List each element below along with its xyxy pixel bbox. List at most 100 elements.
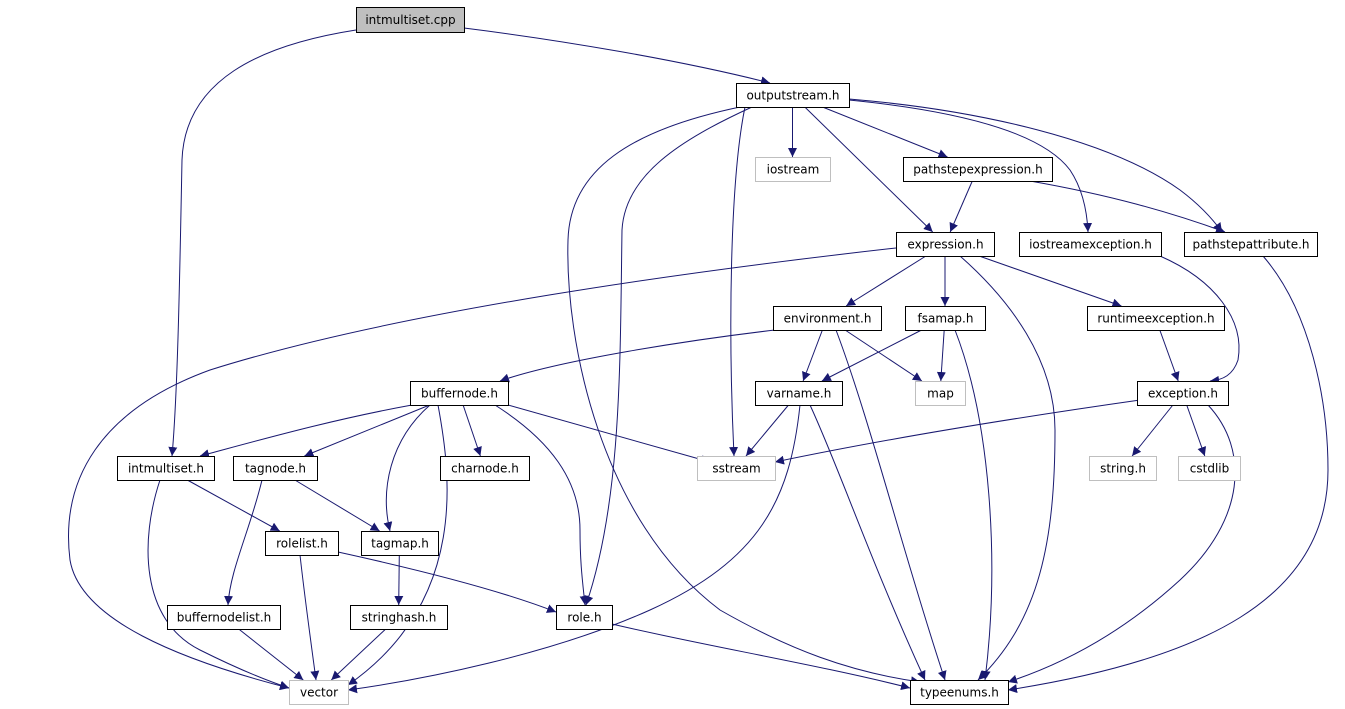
edge-role-h-to-typeenums-h: [611, 623, 911, 691]
node-charnode-h[interactable]: charnode.h: [440, 456, 530, 481]
node-box: [697, 456, 776, 481]
node-box: [896, 232, 995, 257]
node-box: [905, 306, 986, 331]
edge-pathstepattribute-h-to-typeenums-h: [1007, 255, 1329, 694]
edge-buffernode-h-to-sstream: [507, 404, 711, 464]
edge-varname-h-to-vector: [347, 404, 801, 694]
edge-exception-h-to-cstdlib: [1186, 404, 1207, 457]
node-box: [410, 381, 509, 406]
node-label: typeenums.h: [920, 686, 999, 700]
node-box: [903, 157, 1053, 182]
node-stringhash-h[interactable]: stringhash.h: [350, 605, 448, 630]
node-fsamap-h[interactable]: fsamap.h: [905, 306, 986, 331]
node-box: [1019, 232, 1162, 257]
node-box: [440, 456, 530, 481]
edges-layer: [68, 27, 1329, 694]
node-string-h: string.h: [1089, 456, 1157, 481]
edge-buffernodelist-h-to-vector: [238, 628, 304, 681]
node-iostream: iostream: [755, 157, 831, 182]
edge-outputstream-h-to-expression-h: [804, 106, 934, 233]
node-intmultiset-h[interactable]: intmultiset.h: [117, 456, 215, 481]
edge-environment-h-to-map: [844, 329, 923, 382]
node-label: charnode.h: [451, 462, 519, 476]
node-iostreamexception-h[interactable]: iostreamexception.h: [1019, 232, 1162, 257]
node-box: [755, 381, 843, 406]
node-cstdlib: cstdlib: [1178, 456, 1241, 481]
nodes-layer: intmultiset.cpp outputstream.h iostream pat…: [117, 7, 1318, 705]
edge-pathstepexpression-h-to-pathstepattribute-h: [1029, 180, 1226, 234]
edge-buffernode-h-to-tagmap-h: [383, 404, 431, 532]
node-exception-h[interactable]: exception.h: [1137, 381, 1229, 406]
node-box: [1184, 232, 1318, 257]
node-box: [755, 157, 831, 182]
edge-outputstream-h-to-pathstepattribute-h: [848, 98, 1223, 233]
node-label: fsamap.h: [918, 312, 974, 326]
node-vector: vector: [289, 680, 349, 705]
node-label: sstream: [712, 462, 760, 476]
node-label: map: [927, 387, 954, 401]
node-box: [289, 680, 349, 705]
node-label: pathstepattribute.h: [1193, 238, 1310, 252]
node-label: iostream: [767, 163, 820, 177]
edge-intmultiset-cpp-to-outputstream-h: [463, 27, 771, 86]
node-buffernode-h[interactable]: buffernode.h: [410, 381, 509, 406]
edge-environment-h-to-buffernode-h: [499, 329, 776, 383]
node-sstream: sstream: [697, 456, 776, 481]
node-label: tagmap.h: [371, 537, 429, 551]
node-label: pathstepexpression.h: [913, 163, 1042, 177]
node-intmultiset-cpp[interactable]: intmultiset.cpp: [356, 7, 465, 33]
edge-tagmap-h-to-stringhash-h: [394, 554, 404, 606]
edge-fsamap-h-to-varname-h: [821, 329, 922, 382]
node-box: [1137, 381, 1229, 406]
node-runtimeexception-h[interactable]: runtimeexception.h: [1087, 306, 1225, 331]
node-label: runtimeexception.h: [1097, 312, 1214, 326]
node-box: [265, 531, 339, 556]
edge-pathstepexpression-h-to-expression-h: [949, 180, 973, 233]
node-outputstream-h[interactable]: outputstream.h: [736, 83, 850, 108]
edge-expression-h-to-typeenums-h: [959, 255, 1056, 681]
node-box: [1178, 456, 1241, 481]
node-tagnode-h[interactable]: tagnode.h: [233, 456, 318, 481]
node-map: map: [915, 381, 966, 406]
node-typeenums-h[interactable]: typeenums.h: [910, 680, 1009, 705]
edge-varname-h-to-sstream: [745, 404, 789, 457]
edge-outputstream-h-to-role-h: [584, 106, 753, 606]
edge-intmultiset-cpp-to-intmultiset-h: [168, 29, 357, 457]
node-box: [233, 456, 318, 481]
node-pathstepexpression-h[interactable]: pathstepexpression.h: [903, 157, 1053, 182]
node-environment-h[interactable]: environment.h: [773, 306, 882, 331]
node-box: [1087, 306, 1225, 331]
node-expression-h[interactable]: expression.h: [896, 232, 995, 257]
node-rolelist-h[interactable]: rolelist.h: [265, 531, 339, 556]
node-label: vector: [300, 686, 338, 700]
node-pathstepattribute-h[interactable]: pathstepattribute.h: [1184, 232, 1318, 257]
edge-fsamap-h-to-map: [936, 329, 946, 382]
node-label: exception.h: [1148, 387, 1218, 401]
node-label: rolelist.h: [276, 537, 328, 551]
node-label: tagnode.h: [245, 462, 306, 476]
edge-tagnode-h-to-buffernodelist-h: [224, 479, 263, 606]
edge-outputstream-h-to-typeenums-h: [567, 106, 921, 686]
node-label: outputstream.h: [746, 89, 839, 103]
edge-stringhash-h-to-vector: [330, 628, 387, 681]
node-box: [167, 605, 281, 630]
edge-buffernode-h-to-charnode-h: [462, 404, 482, 457]
node-label: role.h: [567, 611, 601, 625]
node-box: [915, 381, 966, 406]
node-label: buffernode.h: [421, 387, 498, 401]
node-box: [736, 83, 850, 108]
node-box: [910, 680, 1009, 705]
node-varname-h[interactable]: varname.h: [755, 381, 843, 406]
node-label: expression.h: [907, 238, 983, 252]
node-buffernodelist-h[interactable]: buffernodelist.h: [167, 605, 281, 630]
node-box: [350, 605, 448, 630]
edge-intmultiset-h-to-rolelist-h: [187, 479, 280, 532]
node-role-h[interactable]: role.h: [556, 605, 613, 630]
node-box: [361, 531, 439, 556]
edge-exception-h-to-string-h: [1131, 404, 1174, 457]
edge-expression-h-to-runtimeexception-h: [978, 255, 1122, 308]
node-tagmap-h[interactable]: tagmap.h: [361, 531, 439, 556]
edge-iostreamexception-h-to-exception-h: [1159, 255, 1240, 385]
node-label: stringhash.h: [362, 611, 437, 625]
